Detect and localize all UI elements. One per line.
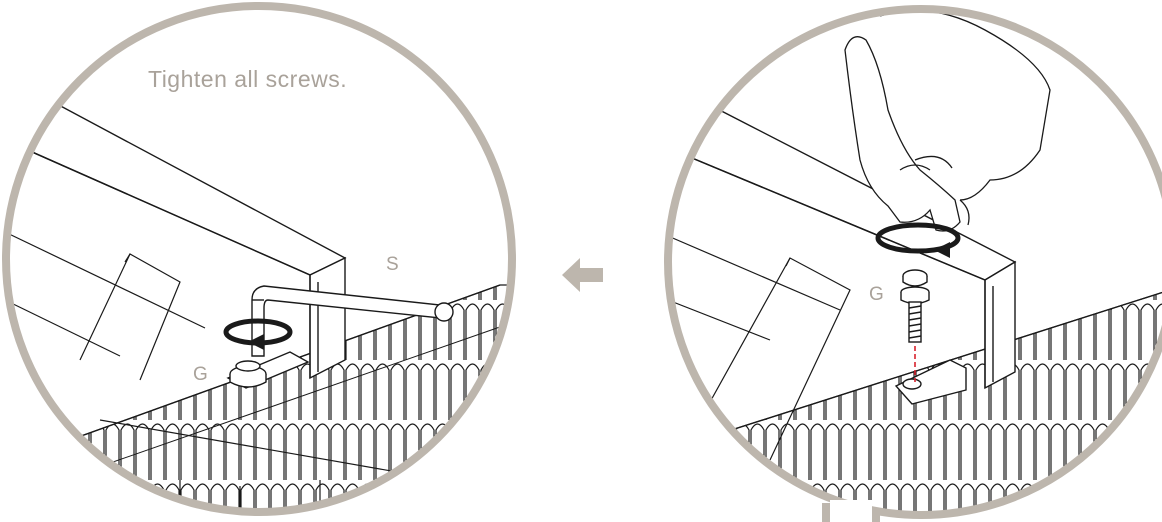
- rotate-clockwise-icon: [875, 222, 961, 258]
- screw-label-g-left: G: [193, 364, 208, 385]
- screw-label-g-right: G: [869, 284, 884, 305]
- arrow-left-icon: [562, 258, 603, 292]
- right-circle-frame: [664, 5, 1162, 519]
- left-scene: [6, 94, 512, 512]
- left-mounting-bar: [6, 94, 347, 380]
- right-screw-g: [900, 269, 930, 343]
- tool-label-s: S: [386, 254, 399, 275]
- left-circle-frame: [2, 2, 516, 516]
- hand-illustration: [844, 9, 1051, 232]
- callout-tail-gap: [830, 500, 872, 522]
- instruction-caption: Tighten all screws.: [148, 66, 348, 92]
- left-screw-g: [226, 351, 310, 389]
- right-base-frame: [668, 235, 851, 461]
- left-detail-view: [2, 2, 516, 516]
- right-detail-view: [664, 5, 1162, 522]
- callout-tail: [822, 503, 880, 522]
- right-bracket: [894, 359, 967, 405]
- right-mounting-bar: [668, 99, 1017, 390]
- right-heatsink: [699, 289, 1162, 515]
- right-scene: [668, 9, 1162, 515]
- left-hex-key-s: [251, 285, 454, 357]
- rotate-clockwise-icon: [223, 318, 293, 350]
